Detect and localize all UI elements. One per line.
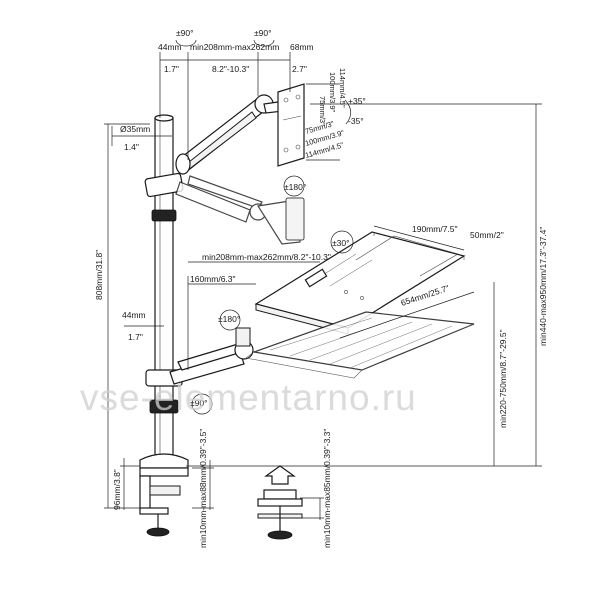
arm-44mm: 44mm [158,42,182,52]
rot-90-lower: ±90° [190,398,208,408]
rot-90-top-left: ±90° [176,28,194,38]
base-96: 96mm/3.8" [112,469,122,510]
arm2-44mm-in: 1.7" [128,332,143,342]
arm-44mm-in: 1.7" [164,64,179,74]
vesa-depth-in: 2.7" [292,64,307,74]
tray-190: 190mm/7.5" [412,224,458,234]
vesa-75-v: 75mm/3" [318,96,327,126]
tilt-minus: -35° [348,116,364,126]
laptop-tray-lowered [245,311,475,379]
height-min440-max950: min440-max950mm/17.3"-37.4" [538,227,548,346]
vesa-plate [277,83,305,167]
arm2-44mm: 44mm [122,310,146,320]
desk-clamp [139,453,189,537]
pole-dia-in: 1.4" [124,142,139,152]
arm-min208-max262: min208mm-max262mm [190,42,279,52]
pole-height: 808mm/31.8" [94,250,104,300]
height-220-750: min220-750mm/8.7"-29.5" [498,329,508,428]
vesa-114-v: 114mm/4.5" [338,68,347,108]
vesa-depth-68mm: 68mm [290,42,314,52]
grommet-mount [257,465,303,540]
pole-dia-mm: Ø35mm [120,124,150,134]
clamp-10-88: min10mm-max88mm/0.39"-3.5" [198,429,208,548]
rot-90-top-right: ±90° [254,28,272,38]
arm2-min208-max262: min208mm-max262mm/8.2"-10.3" [202,252,331,262]
arm-in-range: 8.2"-10.3" [212,64,249,74]
grommet-10-85: min10mm-max85mm/0.39"-3.3" [322,429,332,548]
tilt-plus: +35° [348,96,366,106]
rotation-arrows [175,39,354,415]
arm2-160: 160mm/6.3" [190,274,236,284]
upper-arm-alt-position [175,175,305,245]
rot-180-monitor: ±180° [284,182,306,192]
tray-50: 50mm/2" [470,230,504,240]
watermark: vse-elementarno.ru [80,377,417,418]
lower-laptop-arm [145,327,254,387]
vesa-100-v: 100mm/3.9" [328,72,337,113]
rot-30: ±30° [332,238,350,248]
rot-180-tray: ±180° [218,314,240,324]
dimension-lines [104,52,542,520]
